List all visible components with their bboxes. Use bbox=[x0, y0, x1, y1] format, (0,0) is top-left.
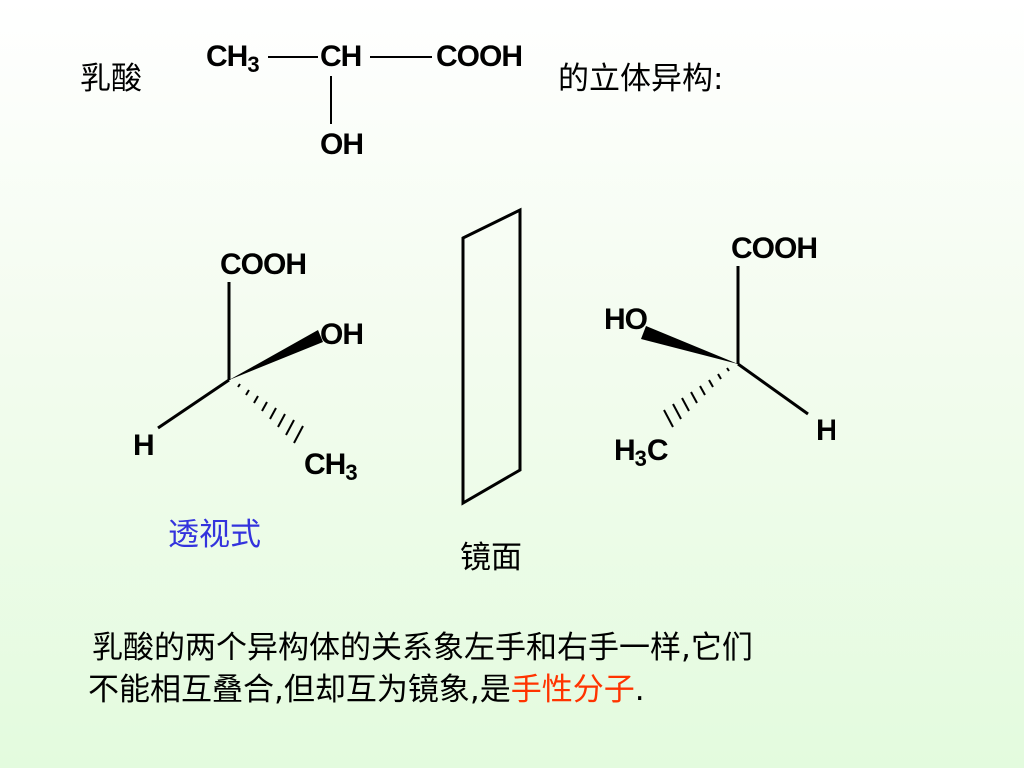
left-oh-label: OH bbox=[320, 318, 364, 351]
left-hash-ch3 bbox=[237, 383, 304, 444]
formula-ch3-subscript: 3 bbox=[247, 52, 260, 77]
right-h3c-label: H3C bbox=[614, 434, 669, 471]
right-h-label: H bbox=[816, 416, 835, 446]
formula-ch3-text: CH bbox=[206, 40, 248, 73]
right-bond-h bbox=[737, 362, 809, 416]
mirror-plane bbox=[461, 207, 522, 506]
right-h3c-c: C bbox=[646, 434, 669, 467]
chiral-molecule-highlight: 手性分子 bbox=[510, 672, 635, 708]
left-bond-h bbox=[157, 378, 230, 430]
formula-ch: CH bbox=[320, 40, 362, 73]
right-cooh-label: COOH bbox=[731, 232, 818, 265]
footer-period: . bbox=[634, 672, 645, 708]
formula-oh: OH bbox=[320, 128, 364, 161]
left-ch3-text: CH bbox=[304, 448, 346, 481]
left-wedge-oh bbox=[229, 330, 323, 380]
right-hash-h3c bbox=[663, 367, 730, 428]
footer-line-2: 不能相互叠合,但却互为镜象,是手性分子. bbox=[88, 670, 645, 712]
compound-name: 乳酸 bbox=[80, 61, 142, 97]
left-ch3-label: CH3 bbox=[304, 450, 358, 484]
footer-line-2-text: 不能相互叠合,但却互为镜象,是 bbox=[88, 672, 511, 708]
footer-line-1: 乳酸的两个异构体的关系象左手和右手一样,它们 bbox=[92, 630, 753, 666]
right-wedge-ho bbox=[641, 326, 738, 364]
formula-ch3: CH3 bbox=[206, 42, 260, 76]
right-h3c-subscript: 3 bbox=[634, 446, 647, 471]
right-ho-label: HO bbox=[604, 305, 648, 335]
formula-cooh: COOH bbox=[436, 42, 522, 72]
right-h3c-h: H bbox=[614, 434, 636, 467]
perspective-caption: 透视式 bbox=[168, 517, 261, 553]
header-suffix: 的立体异构: bbox=[558, 61, 724, 97]
mirror-label: 镜面 bbox=[460, 540, 522, 576]
left-h-label: H bbox=[133, 429, 155, 462]
left-ch3-subscript: 3 bbox=[345, 460, 358, 485]
left-cooh-label: COOH bbox=[220, 248, 307, 281]
